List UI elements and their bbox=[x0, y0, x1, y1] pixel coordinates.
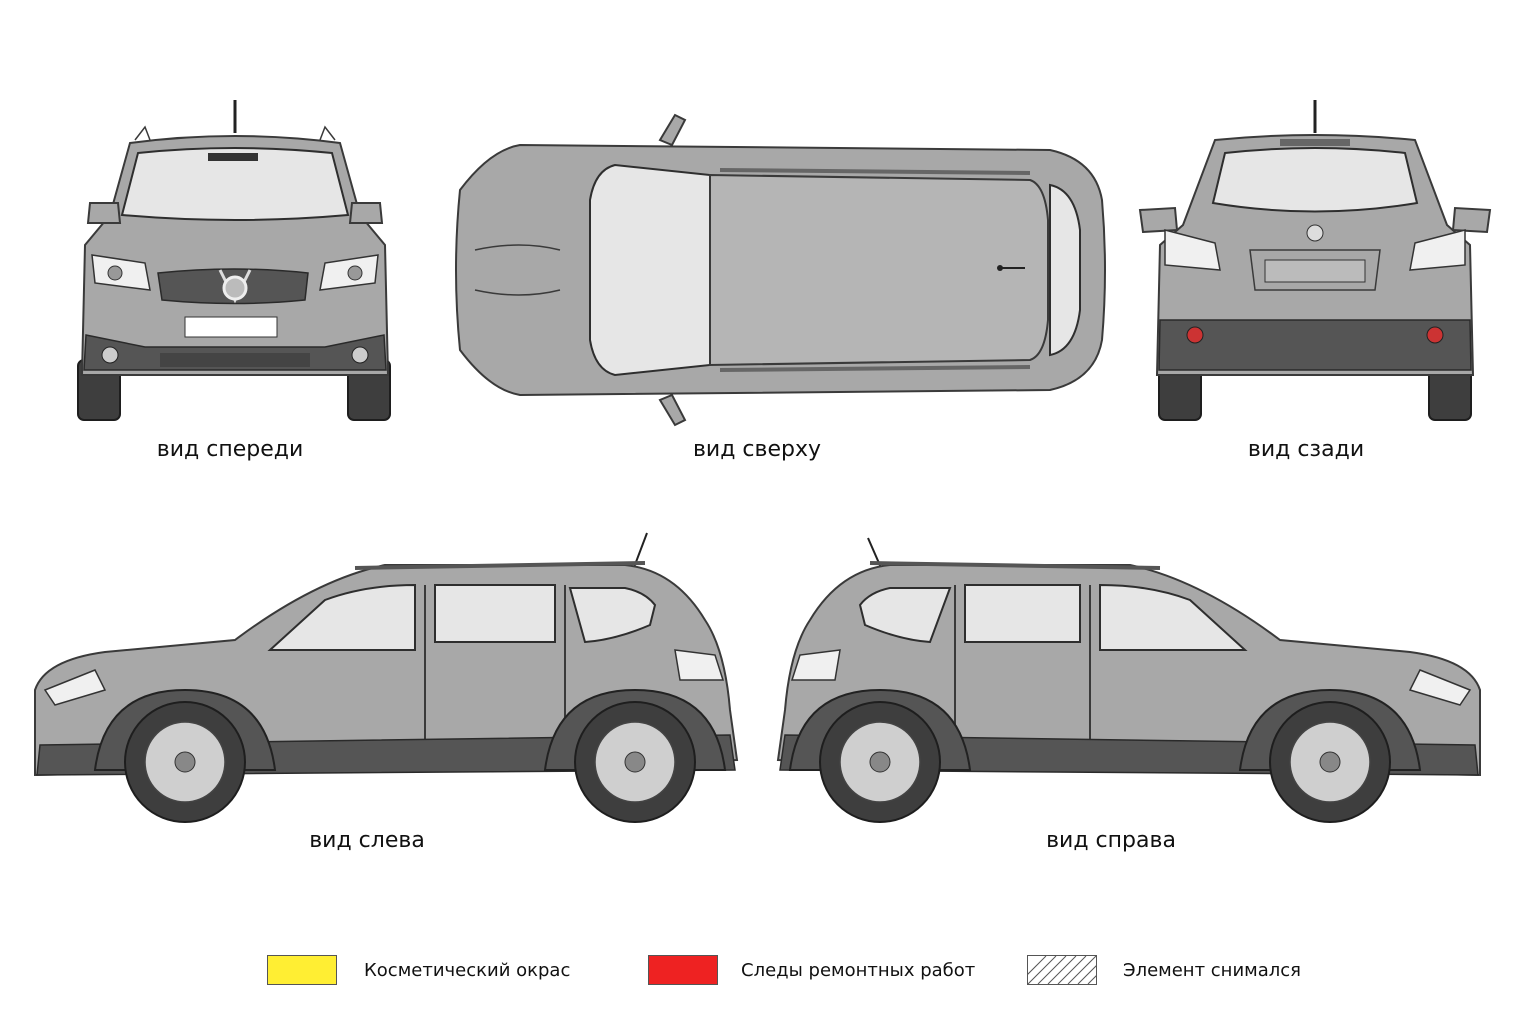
car-rear-drawing bbox=[1138, 100, 1492, 421]
hatch-pattern-icon bbox=[1028, 956, 1096, 984]
right-view bbox=[770, 530, 1490, 830]
left-view bbox=[25, 530, 745, 830]
rear-view-caption: вид сзади bbox=[1247, 437, 1365, 462]
rear-view bbox=[1135, 95, 1495, 425]
legend-swatch-element-removed bbox=[1027, 955, 1097, 985]
car-right-drawing bbox=[776, 537, 1481, 823]
legend-swatch-cosmetic-paint bbox=[267, 955, 337, 985]
car-front-drawing bbox=[77, 100, 391, 421]
legend-swatch-repair-traces bbox=[648, 955, 718, 985]
car-left-drawing bbox=[34, 532, 739, 823]
top-view bbox=[450, 110, 1110, 430]
car-top-drawing bbox=[455, 113, 1106, 427]
legend-label-cosmetic-paint: Косметический окрас bbox=[364, 960, 571, 981]
legend-label-element-removed: Элемент снимался bbox=[1123, 960, 1301, 981]
front-view bbox=[50, 95, 420, 425]
front-view-caption: вид спереди bbox=[156, 437, 304, 462]
top-view-caption: вид сверху bbox=[692, 437, 822, 462]
left-view-caption: вид слева bbox=[309, 828, 425, 853]
legend-label-repair-traces: Следы ремонтных работ bbox=[741, 960, 976, 981]
right-view-caption: вид справа bbox=[1046, 828, 1176, 853]
